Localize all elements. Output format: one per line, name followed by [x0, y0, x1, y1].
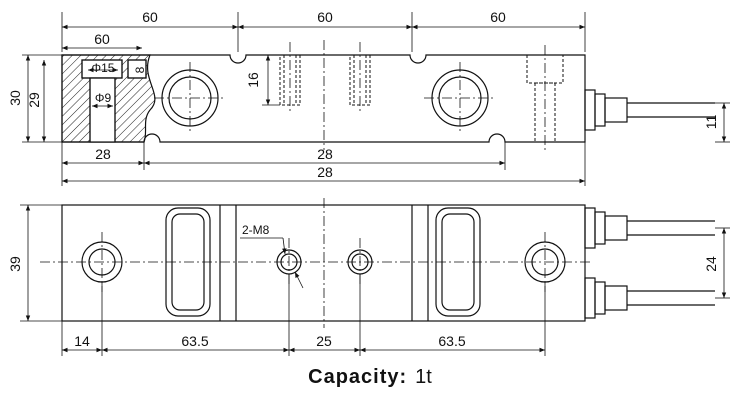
capacity-label: Capacity: — [308, 366, 408, 388]
capacity-value: 1t — [415, 366, 432, 388]
dim-top-a: 60 — [142, 9, 158, 25]
dim-w635a: 63.5 — [181, 333, 208, 349]
bottom-view — [40, 198, 715, 328]
capacity-caption: Capacity: 1t — [0, 366, 740, 389]
dim-b28a: 28 — [95, 146, 111, 162]
dim-h16: 16 — [245, 72, 261, 88]
bottom-body-outline — [61, 204, 586, 322]
top-view — [61, 40, 715, 150]
dim-w14: 14 — [74, 333, 90, 349]
dim-h29: 29 — [26, 92, 42, 108]
dim-h30: 30 — [7, 90, 23, 106]
dim-top-c: 60 — [490, 9, 506, 25]
dim-d8: 8 — [133, 66, 147, 73]
dim-w635b: 63.5 — [438, 333, 465, 349]
dim-h24: 24 — [703, 256, 719, 272]
dim-m8: 2-M8 — [242, 223, 270, 237]
dim-b28c: 28 — [317, 164, 333, 180]
dim-h39: 39 — [7, 256, 23, 272]
dim-top-sub: 60 — [94, 31, 110, 47]
dim-d15: Φ15 — [92, 61, 115, 75]
dim-top-b: 60 — [317, 9, 333, 25]
dim-b28b: 28 — [317, 146, 333, 162]
dim-w25: 25 — [316, 333, 332, 349]
dim-d9: Φ9 — [95, 91, 112, 105]
dim-h11: 11 — [703, 115, 719, 130]
